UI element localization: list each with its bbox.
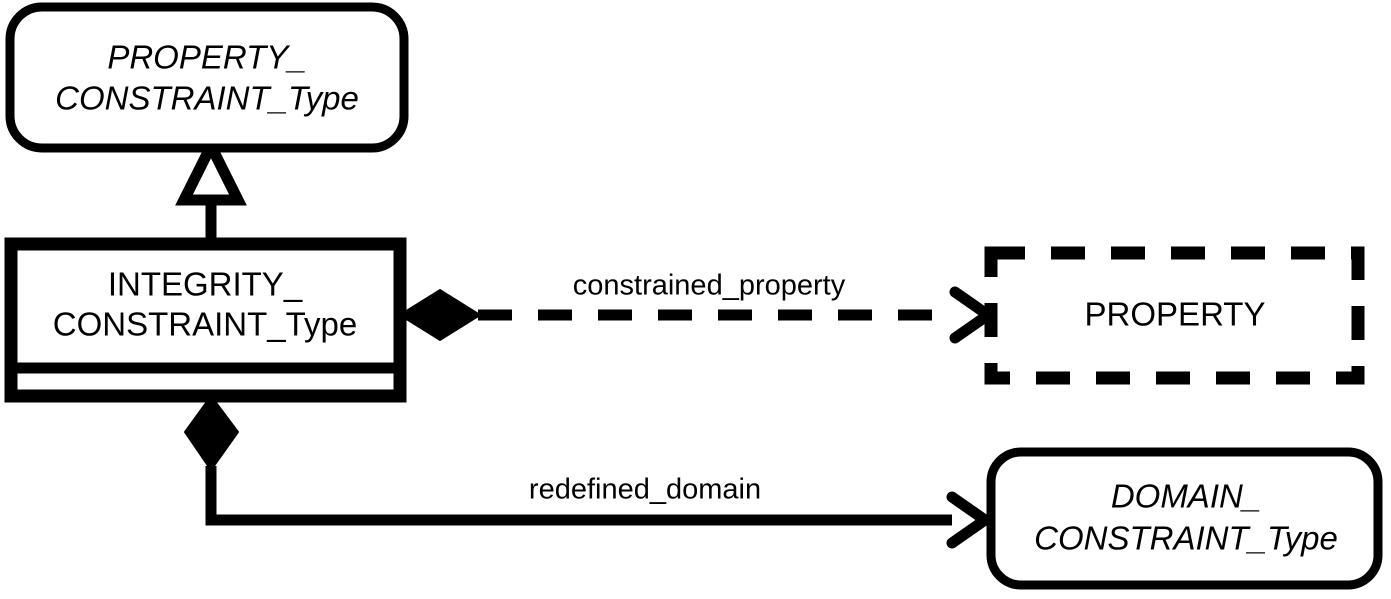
constrained-property-label-backdrop [535,265,883,303]
filled-diamond-icon [398,288,482,342]
relationship-labels: constrained_property redefined_domain [495,265,883,508]
domain-constraint-type-box [986,447,1383,590]
property-constraint-type-box [5,2,409,153]
filled-diamond-icon [183,394,240,472]
integrity-constraint-type-node[interactable]: INTEGRITY_ CONSTRAINT_Type [4,237,407,403]
redefined-domain-line [205,466,952,526]
generalization-connector[interactable] [175,133,247,244]
constrained-property-label: constrained_property [573,270,846,302]
open-arrow-icon [946,491,995,549]
redefined-domain-label-backdrop [495,470,795,508]
property-box [984,246,1365,385]
integrity-constraint-type-label-line1: INTEGRITY_ [108,266,303,303]
property-constraint-type-label-line1: PROPERTY_ [107,39,306,76]
property-constraint-type-label-line2: CONSTRAINT_Type [55,80,359,117]
property-label: PROPERTY [1085,296,1266,333]
redefined-domain-connector[interactable] [183,394,995,549]
domain-constraint-type-label-line2: CONSTRAINT_Type [1034,520,1338,557]
domain-constraint-type-label-line1: DOMAIN_ [1111,478,1261,515]
property-constraint-type-node[interactable]: PROPERTY_ CONSTRAINT_Type [5,2,409,153]
open-arrow-icon [949,286,998,344]
domain-constraint-type-node[interactable]: DOMAIN_ CONSTRAINT_Type [986,447,1383,590]
redefined-domain-label: redefined_domain [529,474,761,506]
property-node[interactable]: PROPERTY [984,246,1365,385]
integrity-constraint-type-label-line2: CONSTRAINT_Type [53,306,357,343]
hollow-triangle-icon [175,133,247,206]
